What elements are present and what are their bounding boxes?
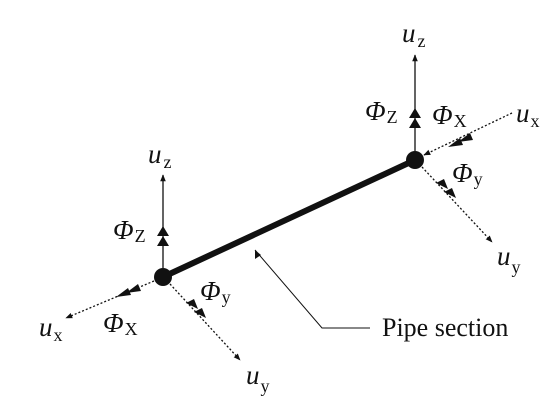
left-phix-double-arrow bbox=[116, 284, 141, 297]
node-right bbox=[406, 151, 424, 169]
pipe-element bbox=[160, 157, 418, 280]
right-phiz-double-arrow bbox=[409, 108, 421, 128]
caption-leader-arrowhead bbox=[255, 250, 261, 259]
left-phiy-label: Φy bbox=[200, 276, 231, 307]
left-uy-arrow bbox=[169, 283, 241, 361]
right-phix-double-arrow bbox=[448, 133, 473, 147]
pipe-section-caption: Pipe section bbox=[382, 313, 508, 342]
right-phiz-label: ΦZ bbox=[365, 96, 398, 127]
left-phix-label: ΦX bbox=[103, 308, 138, 339]
right-phiy-label: Φy bbox=[452, 158, 483, 189]
left-ux-label: ux bbox=[39, 312, 63, 345]
right-ux-label: ux bbox=[516, 98, 540, 131]
node-left bbox=[154, 268, 172, 286]
left-phiz-label: ΦZ bbox=[113, 215, 146, 246]
right-phiy-double-arrow bbox=[436, 179, 456, 198]
caption-leader-line bbox=[254, 249, 370, 329]
left-phiz-double-arrow bbox=[157, 226, 169, 246]
right-phix-label: ΦX bbox=[432, 100, 467, 131]
left-uy-label: uy bbox=[246, 360, 270, 396]
right-uy-arrow bbox=[421, 166, 493, 243]
left-phiy-double-arrow bbox=[186, 299, 206, 318]
right-uy-label: uy bbox=[497, 241, 521, 277]
right-ux-arrow bbox=[423, 112, 513, 156]
